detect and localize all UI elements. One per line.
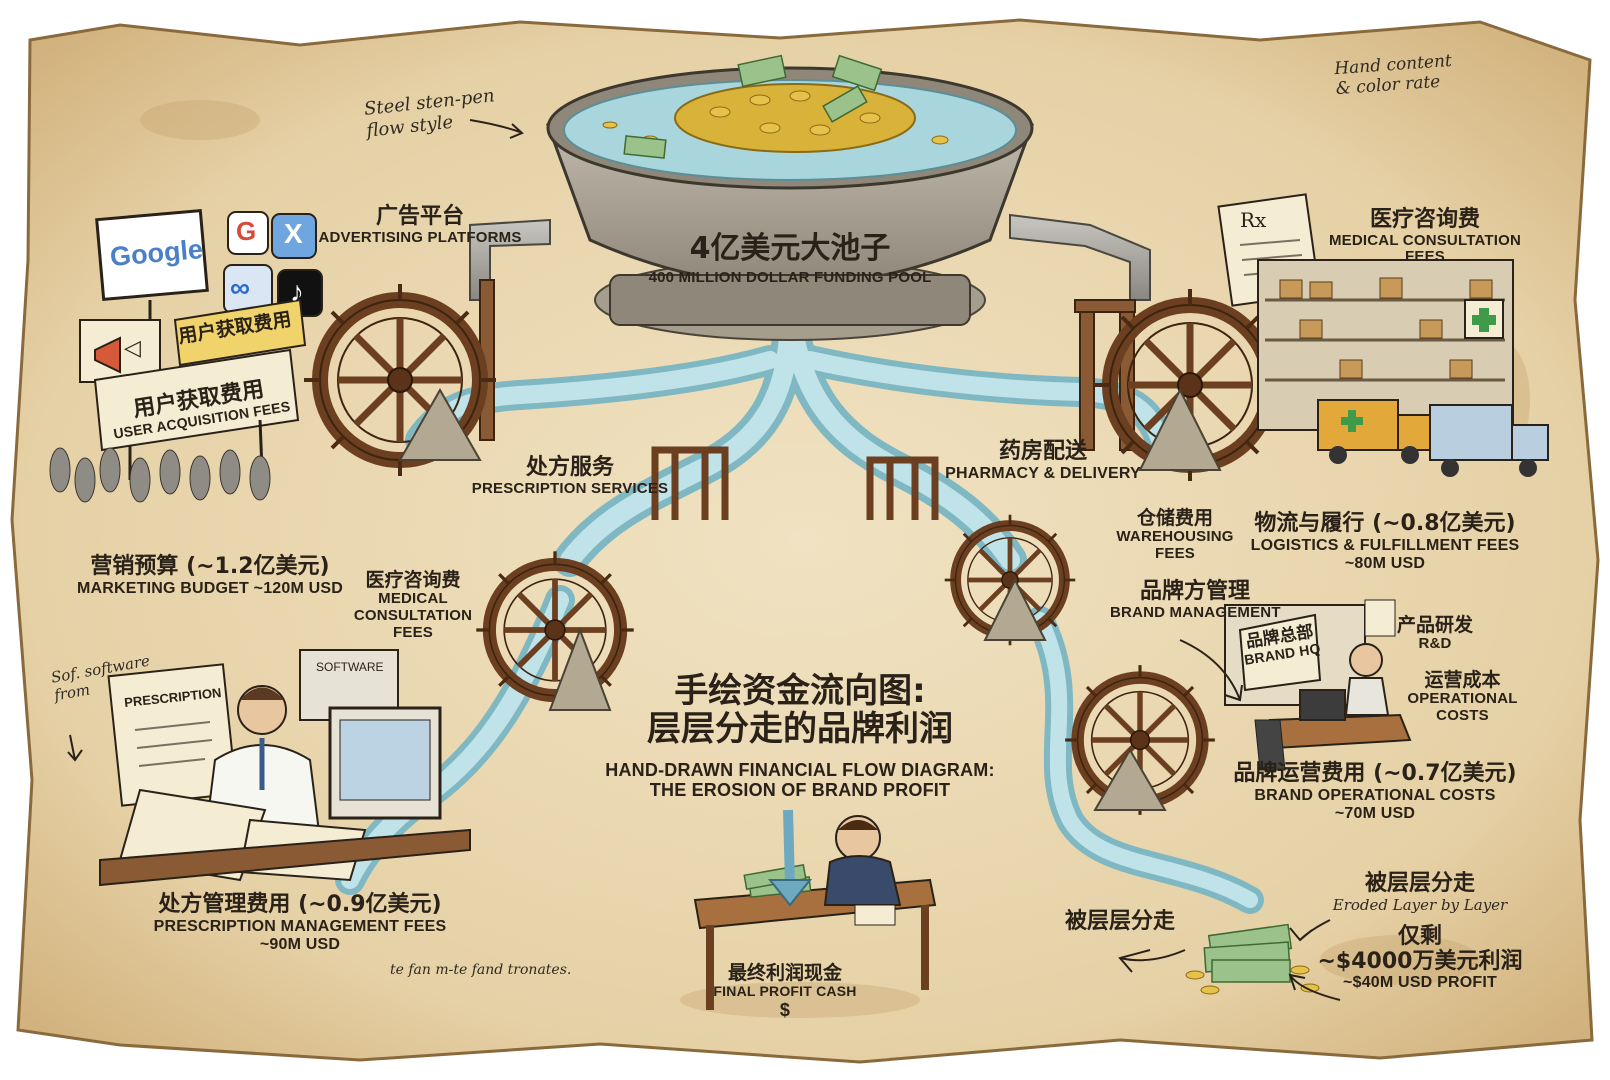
prescription-mgmt-en: PRESCRIPTION MANAGEMENT FEES bbox=[153, 917, 447, 935]
remaining-zh-1: 仅剩 bbox=[1397, 924, 1442, 949]
rnd-en: R&D bbox=[1418, 635, 1452, 653]
megaphone-icon: ◁ bbox=[124, 335, 141, 360]
x-icon: X bbox=[284, 218, 303, 249]
pharmacy-zh: 药房配送 bbox=[998, 439, 1087, 464]
rnd-zh: 产品研发 bbox=[1396, 614, 1473, 636]
advertising-en: ADVERTISING PLATFORMS bbox=[318, 228, 522, 246]
advertising-label: 广告平台 ADVERTISING PLATFORMS bbox=[315, 204, 525, 246]
final-cash-zh: 最终利润现金 bbox=[727, 962, 842, 984]
prescription-services-zh: 处方服务 bbox=[525, 455, 614, 480]
medical-left-zh: 医疗咨询费 bbox=[365, 569, 461, 591]
pool-title: 4亿美元大池子 400 MILLION DOLLAR FUNDING POOL bbox=[610, 232, 970, 286]
main-title: 手绘资金流向图: 层层分走的品牌利润 HAND-DRAWN FINANCIAL … bbox=[600, 672, 1000, 800]
main-title-en-1: HAND-DRAWN FINANCIAL FLOW DIAGRAM: bbox=[605, 760, 995, 781]
brand-ops-en: BRAND OPERATIONAL COSTS bbox=[1254, 786, 1496, 804]
prescription-services-label: 处方服务 PRESCRIPTION SERVICES bbox=[470, 455, 670, 497]
tiktok-icon: ♪ bbox=[290, 276, 304, 307]
marketing-en: MARKETING BUDGET ~120M USD bbox=[76, 579, 344, 597]
dollar-icon: $ bbox=[779, 999, 791, 1020]
logistics-usd: ~80M USD bbox=[1344, 554, 1426, 572]
medical-right-zh: 医疗咨询费 bbox=[1369, 207, 1480, 232]
opcost-en: OPERATIONAL COSTS bbox=[1407, 690, 1518, 725]
pool-title-en: 400 MILLION DOLLAR FUNDING POOL bbox=[648, 268, 932, 286]
remaining-profit-label: 仅剩 ~$4000万美元利润 ~$40M USD PROFIT bbox=[1300, 924, 1540, 992]
marketing-label: 营销预算 (~1.2亿美元) MARKETING BUDGET ~120M US… bbox=[60, 554, 360, 598]
opcost-label: 运营成本 OPERATIONAL COSTS bbox=[1405, 669, 1520, 725]
note-bottom-scribble: te fan m-te fand tronates. bbox=[390, 962, 572, 978]
rnd-label: 产品研发 R&D bbox=[1385, 614, 1485, 653]
remaining-zh-2: ~$4000万美元利润 bbox=[1317, 948, 1523, 974]
brand-mgmt-zh: 品牌方管理 bbox=[1139, 579, 1250, 604]
medical-right-label: 医疗咨询费 MEDICAL CONSULTATION FEES bbox=[1320, 207, 1530, 266]
main-title-zh-1: 手绘资金流向图: bbox=[674, 671, 926, 711]
prescription-mgmt-label: 处方管理费用 (~0.9亿美元) PRESCRIPTION MANAGEMENT… bbox=[140, 892, 460, 953]
brand-ops-label: 品牌运营费用 (~0.7亿美元) BRAND OPERATIONAL COSTS… bbox=[1230, 761, 1520, 822]
marketing-zh: 营销预算 (~1.2亿美元) bbox=[90, 554, 330, 579]
pool-title-zh: 4亿美元大池子 bbox=[689, 231, 891, 266]
pharmacy-en: PHARMACY & DELIVERY bbox=[945, 464, 1141, 482]
remaining-en: ~$40M USD PROFIT bbox=[1343, 974, 1497, 992]
final-cash-label: 最终利润现金 FINAL PROFIT CASH $ bbox=[700, 962, 870, 1020]
google-g-icon: G bbox=[236, 216, 257, 246]
advertising-zh: 广告平台 bbox=[375, 204, 464, 229]
rx-icon: Rx bbox=[1240, 208, 1267, 232]
brand-mgmt-en: BRAND MANAGEMENT bbox=[1110, 603, 1281, 621]
prescription-mgmt-zh: 处方管理费用 (~0.9亿美元) bbox=[158, 892, 442, 917]
medical-left-label: 医疗咨询费 MEDICAL CONSULTATION FEES bbox=[348, 569, 478, 642]
software-label: SOFTWARE bbox=[316, 660, 384, 674]
brand-ops-zh: 品牌运营费用 (~0.7亿美元) bbox=[1233, 761, 1517, 786]
logistics-en: LOGISTICS & FULFILLMENT FEES bbox=[1250, 536, 1520, 554]
eroded-right-label: 被层层分走 Eroded Layer by Layer bbox=[1325, 871, 1515, 914]
warehousing-zh: 仓储费用 bbox=[1136, 507, 1213, 529]
prescription-mgmt-usd: ~90M USD bbox=[259, 935, 341, 953]
prescription-services-en: PRESCRIPTION SERVICES bbox=[471, 479, 669, 497]
logistics-label: 物流与履行 (~0.8亿美元) LOGISTICS & FULFILLMENT … bbox=[1240, 511, 1530, 572]
pharmacy-label: 药房配送 PHARMACY & DELIVERY bbox=[938, 439, 1148, 483]
logistics-zh: 物流与履行 (~0.8亿美元) bbox=[1254, 511, 1516, 536]
medical-left-en: MEDICAL CONSULTATION FEES bbox=[353, 590, 473, 641]
eroded-right-zh: 被层层分走 bbox=[1364, 871, 1475, 896]
brand-mgmt-label: 品牌方管理 BRAND MANAGEMENT bbox=[1110, 579, 1281, 621]
main-title-zh-2: 层层分走的品牌利润 bbox=[647, 709, 953, 750]
opcost-zh: 运营成本 bbox=[1424, 669, 1501, 691]
final-cash-en: FINAL PROFIT CASH bbox=[713, 983, 857, 1000]
warehousing-en: WAREHOUSING FEES bbox=[1116, 528, 1234, 563]
meta-icon: ∞ bbox=[230, 272, 250, 303]
warehousing-label: 仓储费用 WAREHOUSING FEES bbox=[1105, 507, 1245, 563]
note-hand-content: Hand content & color rate bbox=[1333, 50, 1453, 100]
eroded-right-en: Eroded Layer by Layer bbox=[1332, 895, 1508, 914]
medical-right-en: MEDICAL CONSULTATION FEES bbox=[1328, 231, 1522, 266]
eroded-left-label: 被层层分走 bbox=[1064, 909, 1175, 934]
main-title-en-2: THE EROSION OF BRAND PROFIT bbox=[649, 780, 951, 801]
brand-ops-usd: ~70M USD bbox=[1334, 804, 1416, 822]
